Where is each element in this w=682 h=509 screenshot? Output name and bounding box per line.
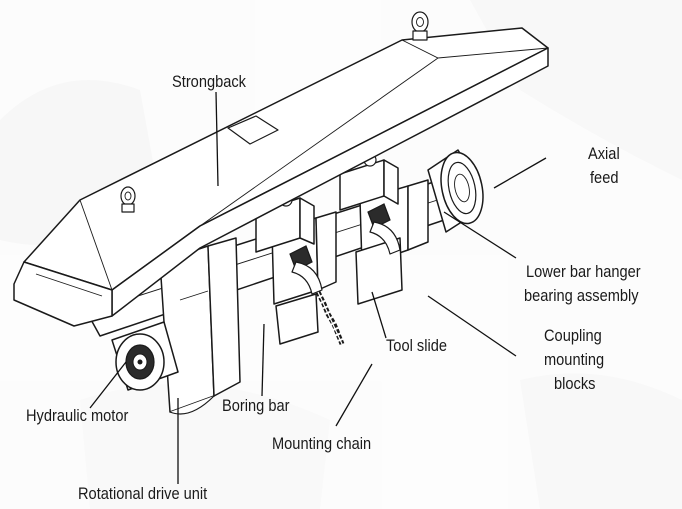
leader-coupling — [427, 295, 517, 357]
leader-lines — [89, 91, 547, 484]
leader-strongback — [215, 91, 219, 187]
label-axial-feed-line-1: Axial — [588, 144, 620, 163]
leader-tool-slide — [371, 291, 387, 339]
label-mounting-chain: Mounting chain — [272, 434, 372, 453]
label-coupling-line-1: Coupling — [544, 326, 602, 345]
label-coupling-line-3: blocks — [554, 374, 596, 393]
leader-hydraulic-motor — [89, 361, 127, 409]
leader-lower-bar-hanger — [443, 211, 517, 259]
strongback — [13, 11, 549, 327]
label-rotational-drive-unit: Rotational drive unit — [78, 484, 208, 503]
label-tool-slide: Tool slide — [386, 336, 447, 355]
label-hydraulic-motor: Hydraulic motor — [26, 406, 129, 425]
leader-boring-bar — [261, 323, 265, 397]
mounting-chain — [315, 290, 345, 345]
leader-axial-feed — [493, 157, 547, 189]
label-coupling-line-2: mounting — [544, 350, 605, 369]
leader-mounting-chain — [335, 363, 373, 427]
label-strongback: Strongback — [172, 72, 246, 91]
label-boring-bar: Boring bar — [222, 396, 290, 415]
label-lower-bar-hanger-line-1: Lower bar hanger — [526, 262, 641, 281]
label-lower-bar-hanger-line-2: bearing assembly — [524, 286, 639, 305]
label-axial-feed-line-2: feed — [590, 168, 619, 187]
axial-feed-unit — [427, 149, 484, 233]
